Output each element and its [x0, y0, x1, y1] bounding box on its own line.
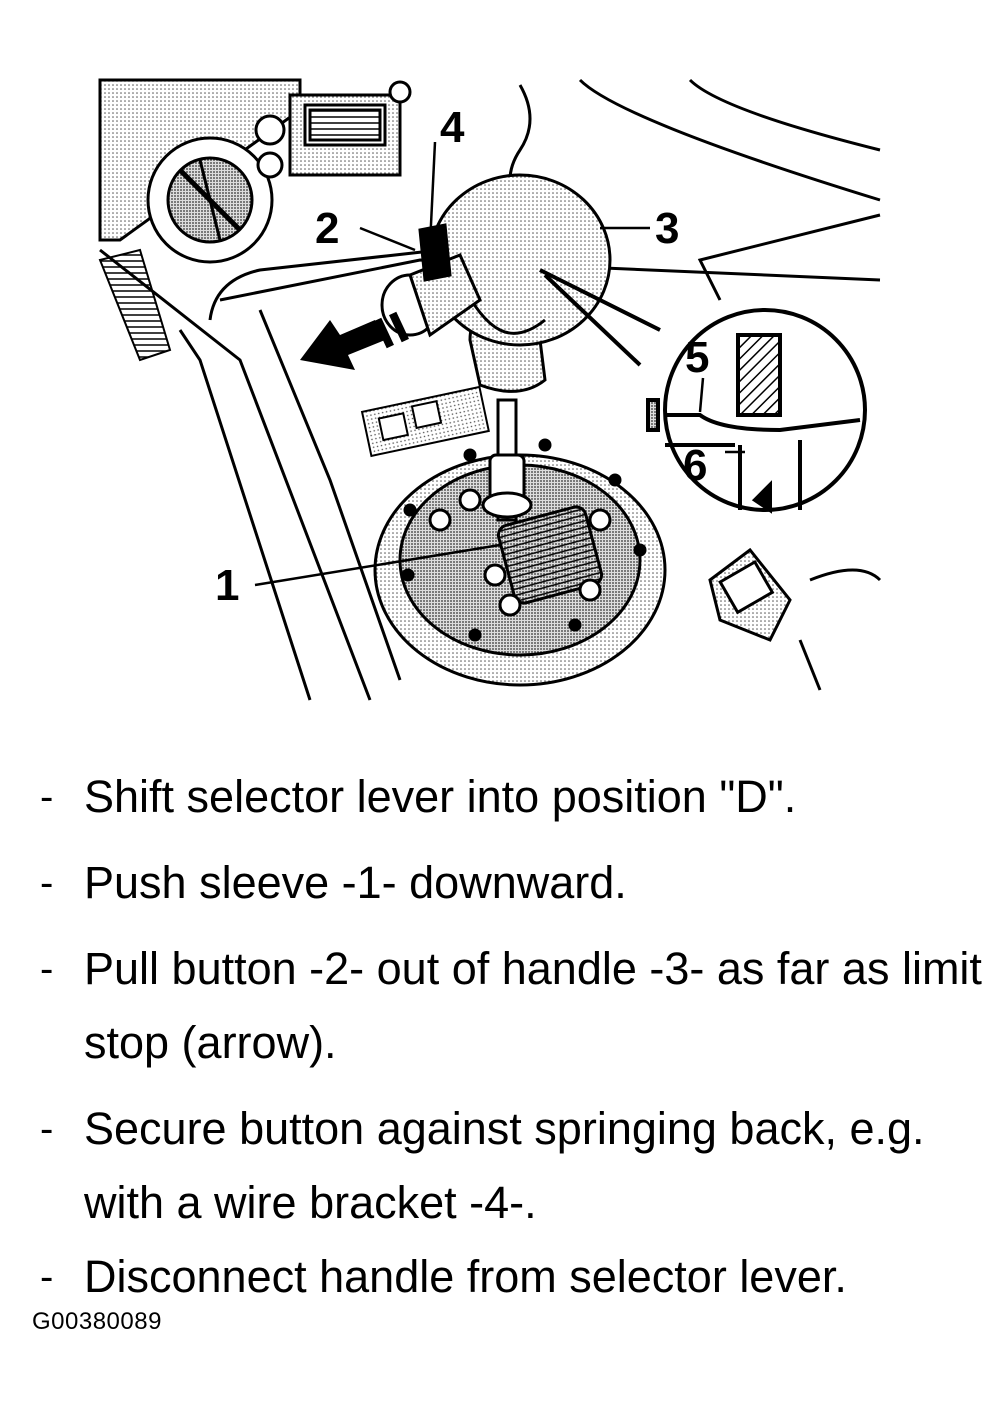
step-item: - Secure button against springing back, … [36, 1092, 986, 1240]
step-text: Pull button -2- out of handle -3- as far… [84, 943, 982, 1068]
bullet-dash: - [40, 947, 54, 991]
step-text: Push sleeve -1- downward. [84, 857, 627, 908]
bullet-dash: - [40, 1255, 54, 1299]
callout-5: 5 [685, 333, 709, 382]
step-text: Secure button against springing back, e.… [84, 1103, 925, 1228]
climate-knob [146, 136, 274, 264]
bullet-dash: - [40, 1107, 54, 1151]
leader-1 [254, 543, 501, 587]
step-item: - Pull button -2- out of handle -3- as f… [36, 932, 986, 1080]
callout-6: 6 [683, 441, 707, 490]
step-text: Shift selector lever into position "D". [84, 771, 797, 822]
callout-4: 4 [440, 103, 465, 152]
step-text: Disconnect handle from selector lever. [84, 1251, 847, 1302]
console-pull [708, 547, 882, 691]
side-vent [98, 248, 172, 362]
bullet-dash: - [40, 861, 54, 905]
instruction-steps: - Shift selector lever into position "D"… [36, 760, 986, 1314]
leader-4 [428, 141, 437, 246]
step-item: - Shift selector lever into position "D"… [36, 760, 986, 834]
figure-id: G00380089 [32, 1308, 162, 1335]
callout-1: 1 [215, 561, 239, 610]
step-item: - Disconnect handle from selector lever. [36, 1240, 986, 1314]
callout-3: 3 [655, 204, 679, 253]
direction-arrow [300, 311, 409, 370]
leader-5 [698, 377, 705, 413]
leader-2 [359, 226, 416, 252]
detail-view [539, 268, 867, 514]
step-item: - Push sleeve -1- downward. [36, 846, 986, 920]
selector-lever [481, 398, 533, 522]
bullet-dash: - [40, 775, 54, 819]
control-panel [254, 80, 412, 179]
shifter-diagram: 1 2 3 4 5 6 [98, 78, 882, 701]
switch-panel [360, 385, 490, 458]
leader-lines [254, 141, 745, 587]
callout-2: 2 [315, 204, 339, 253]
